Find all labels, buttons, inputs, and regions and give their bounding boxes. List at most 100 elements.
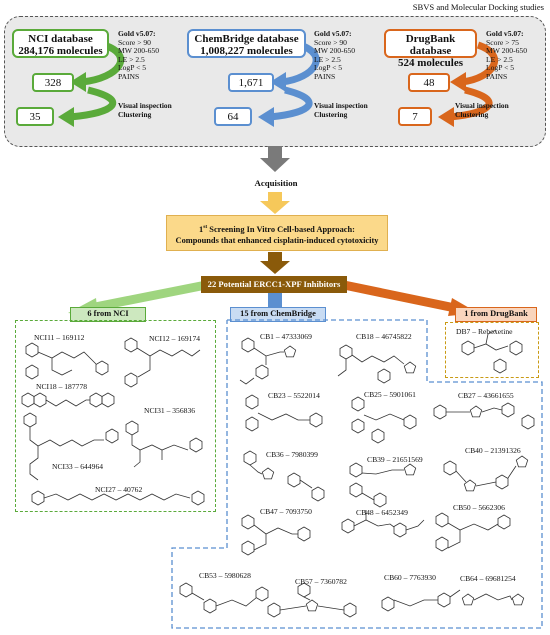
group-drugbank-label: 1 from DrugBank bbox=[455, 307, 537, 322]
compound-label: NCI33 – 644964 bbox=[52, 462, 104, 471]
nci-database-box: NCI database 284,176 molecules bbox=[12, 29, 109, 58]
chembridge-criteria-logp: LogP < 5 bbox=[314, 63, 343, 73]
drugbank-visual-line1: Visual inspection bbox=[455, 101, 509, 110]
screening-box: 1st Screening In Vitro Cell-based Approa… bbox=[166, 215, 388, 251]
drugbank-visual-label: Visual inspection Clustering bbox=[455, 101, 509, 119]
compound-label: CB53 – 5980628 bbox=[199, 571, 251, 580]
orange-branch-shaft bbox=[343, 280, 456, 313]
gold-arrow-head bbox=[260, 201, 290, 214]
compound-label: NCI27 – 40762 bbox=[95, 485, 143, 494]
compound-label: CB60 – 7763930 bbox=[384, 573, 436, 582]
nci-molecules bbox=[21, 337, 205, 506]
nci-criteria-score: Score > 90 bbox=[118, 37, 151, 47]
panel-arrows bbox=[58, 41, 499, 127]
chembridge-molecules bbox=[179, 337, 535, 618]
compound-label: CB57 – 7360782 bbox=[295, 577, 347, 586]
drugbank-db-count: 524 molecules bbox=[397, 57, 464, 69]
screening-line1-sup: st bbox=[203, 224, 208, 230]
nci-criteria-head: Gold v5.07: bbox=[118, 29, 156, 38]
nci-filter-count: 328 bbox=[32, 73, 74, 92]
nci-arrow-2-head bbox=[58, 107, 74, 127]
chembridge-visual-label: Visual inspection Clustering bbox=[314, 101, 368, 119]
drugbank-region bbox=[445, 322, 539, 378]
compound-label: CB36 – 7980399 bbox=[266, 450, 318, 459]
drugbank-criteria-score: Score > 75 bbox=[486, 37, 519, 47]
nci-db-name: NCI database bbox=[28, 33, 93, 45]
chembridge-criteria-mw: MW 200-650 bbox=[314, 46, 355, 56]
cb-arrow-1-head bbox=[270, 72, 286, 92]
screening-line1: 1st Screening In Vitro Cell-based Approa… bbox=[167, 222, 387, 235]
compound-label: CB50 – 5662306 bbox=[453, 503, 505, 512]
gold-arrow-shaft bbox=[268, 192, 282, 201]
drugbank-criteria-mw: MW 200-650 bbox=[486, 46, 527, 56]
nci-criteria-logp: LogP < 5 bbox=[118, 63, 147, 73]
nci-region bbox=[15, 320, 216, 512]
compound-label: NCI12 – 169174 bbox=[149, 334, 201, 343]
nci-criteria-mw: MW 200-650 bbox=[118, 46, 159, 56]
nci-visual-line2: Clustering bbox=[118, 109, 152, 119]
nci-db-count: 284,176 molecules bbox=[18, 45, 103, 57]
gray-arrow-shaft bbox=[268, 146, 282, 158]
compound-label: CB18 – 46745822 bbox=[356, 332, 412, 341]
compound-label: NCI18 – 187778 bbox=[36, 382, 88, 391]
chembridge-visual-count: 64 bbox=[214, 107, 252, 126]
drugbank-criteria-le: LE > 2.5 bbox=[486, 54, 513, 64]
cb-arrow-1 bbox=[281, 41, 320, 86]
acquisition-label: Acquisition bbox=[254, 178, 298, 188]
drugbank-visual-count: 7 bbox=[398, 107, 432, 126]
nci-arrow-1 bbox=[81, 41, 125, 86]
drugbank-filter-count: 48 bbox=[408, 73, 450, 92]
compound-label: CB1 – 47333069 bbox=[260, 332, 312, 341]
drugbank-criteria-pains: PAINS bbox=[486, 71, 508, 81]
nci-criteria-le: LE > 2.5 bbox=[118, 54, 145, 64]
compound-label: CB64 – 69681254 bbox=[460, 574, 516, 583]
compound-label: CB40 – 21391326 bbox=[465, 446, 521, 455]
page-title: SBVS and Molecular Docking studies bbox=[412, 2, 544, 12]
blue-branch-shaft bbox=[268, 291, 282, 311]
nci-criteria: Gold v5.07: Score > 90 MW 200-650 LE > 2… bbox=[118, 29, 159, 82]
nci-arrow-2 bbox=[69, 86, 117, 121]
compound-label: CB23 – 5522014 bbox=[268, 391, 320, 400]
compound-label: CB48 – 6452349 bbox=[356, 508, 408, 517]
nci-visual-count: 35 bbox=[16, 107, 54, 126]
chembridge-db-count: 1,008,227 molecules bbox=[200, 45, 293, 57]
nci-visual-line1: Visual inspection bbox=[118, 101, 172, 110]
drugbank-db-name: DrugBank database bbox=[405, 33, 456, 57]
drugbank-criteria-head: Gold v5.07: bbox=[486, 29, 524, 38]
db-arrow-1 bbox=[461, 41, 499, 86]
green-branch-shaft bbox=[89, 280, 207, 313]
nci-criteria-pains: PAINS bbox=[118, 71, 140, 81]
drugbank-molecule bbox=[461, 329, 523, 374]
drugbank-visual-line2: Clustering bbox=[455, 109, 489, 119]
chembridge-criteria-score: Score > 90 bbox=[314, 37, 347, 47]
gray-arrow-head bbox=[260, 158, 290, 172]
inhibitors-box: 22 Potential ERCC1-XPF Inhibitors bbox=[201, 276, 347, 293]
compound-label: CB25 – 5901061 bbox=[364, 390, 416, 399]
drugbank-criteria: Gold v5.07: Score > 75 MW 200-650 LE > 2… bbox=[486, 29, 527, 82]
compound-label: CB47 – 7093750 bbox=[260, 507, 312, 516]
brown-arrow-head bbox=[260, 261, 290, 274]
group-chembridge-label: 15 from ChemBridge bbox=[230, 307, 326, 322]
chembridge-criteria-head: Gold v5.07: bbox=[314, 29, 352, 38]
cb-arrow-2 bbox=[269, 86, 313, 121]
drugbank-database-box: DrugBank database 524 molecules bbox=[384, 29, 477, 69]
db-arrow-2 bbox=[449, 86, 493, 121]
group-nci-label: 6 from NCI bbox=[70, 307, 146, 322]
drugbank-criteria-logp: LogP < 5 bbox=[486, 63, 515, 73]
compound-label: CB27 – 43661655 bbox=[458, 391, 514, 400]
chembridge-visual-line2: Clustering bbox=[314, 109, 348, 119]
compound-label: CB39 – 21651569 bbox=[367, 455, 423, 464]
db-arrow-1-head bbox=[450, 72, 466, 92]
chembridge-visual-line1: Visual inspection bbox=[314, 101, 368, 110]
chembridge-criteria: Gold v5.07: Score > 90 MW 200-650 LE > 2… bbox=[314, 29, 355, 82]
chembridge-filter-count: 1,671 bbox=[228, 73, 274, 92]
screening-line2: Compounds that enhanced cisplatin-induce… bbox=[175, 235, 379, 245]
nci-arrow-1-head bbox=[70, 72, 86, 92]
compound-label: NCI31 – 356836 bbox=[144, 406, 196, 415]
screening-line1-prefix: 1 bbox=[199, 224, 204, 234]
chembridge-criteria-le: LE > 2.5 bbox=[314, 54, 341, 64]
brown-arrow-shaft bbox=[268, 252, 282, 261]
chembridge-criteria-pains: PAINS bbox=[314, 71, 336, 81]
